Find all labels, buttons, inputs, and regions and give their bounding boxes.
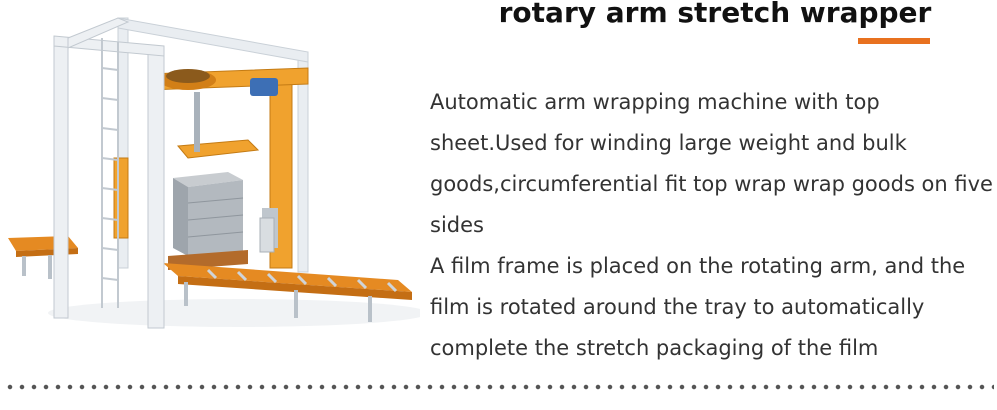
- pallet-load: [168, 172, 248, 270]
- dotted-divider: [4, 384, 994, 390]
- motor-icon: [250, 78, 278, 96]
- top-sheet-unit: [177, 92, 260, 159]
- product-description: Automatic arm wrapping machine with top …: [430, 82, 995, 369]
- page-title: rotary arm stretch wrapper: [498, 0, 932, 29]
- floor-shadow: [48, 299, 420, 327]
- title-underline: [858, 38, 930, 44]
- description-paragraph: Automatic arm wrapping machine with top …: [430, 90, 993, 237]
- outfeed-conveyor: [163, 263, 412, 322]
- ladder: [101, 38, 119, 308]
- description-paragraph: A film frame is placed on the rotating a…: [430, 254, 966, 360]
- front-frame: [53, 17, 165, 329]
- machine-illustration: [8, 17, 420, 329]
